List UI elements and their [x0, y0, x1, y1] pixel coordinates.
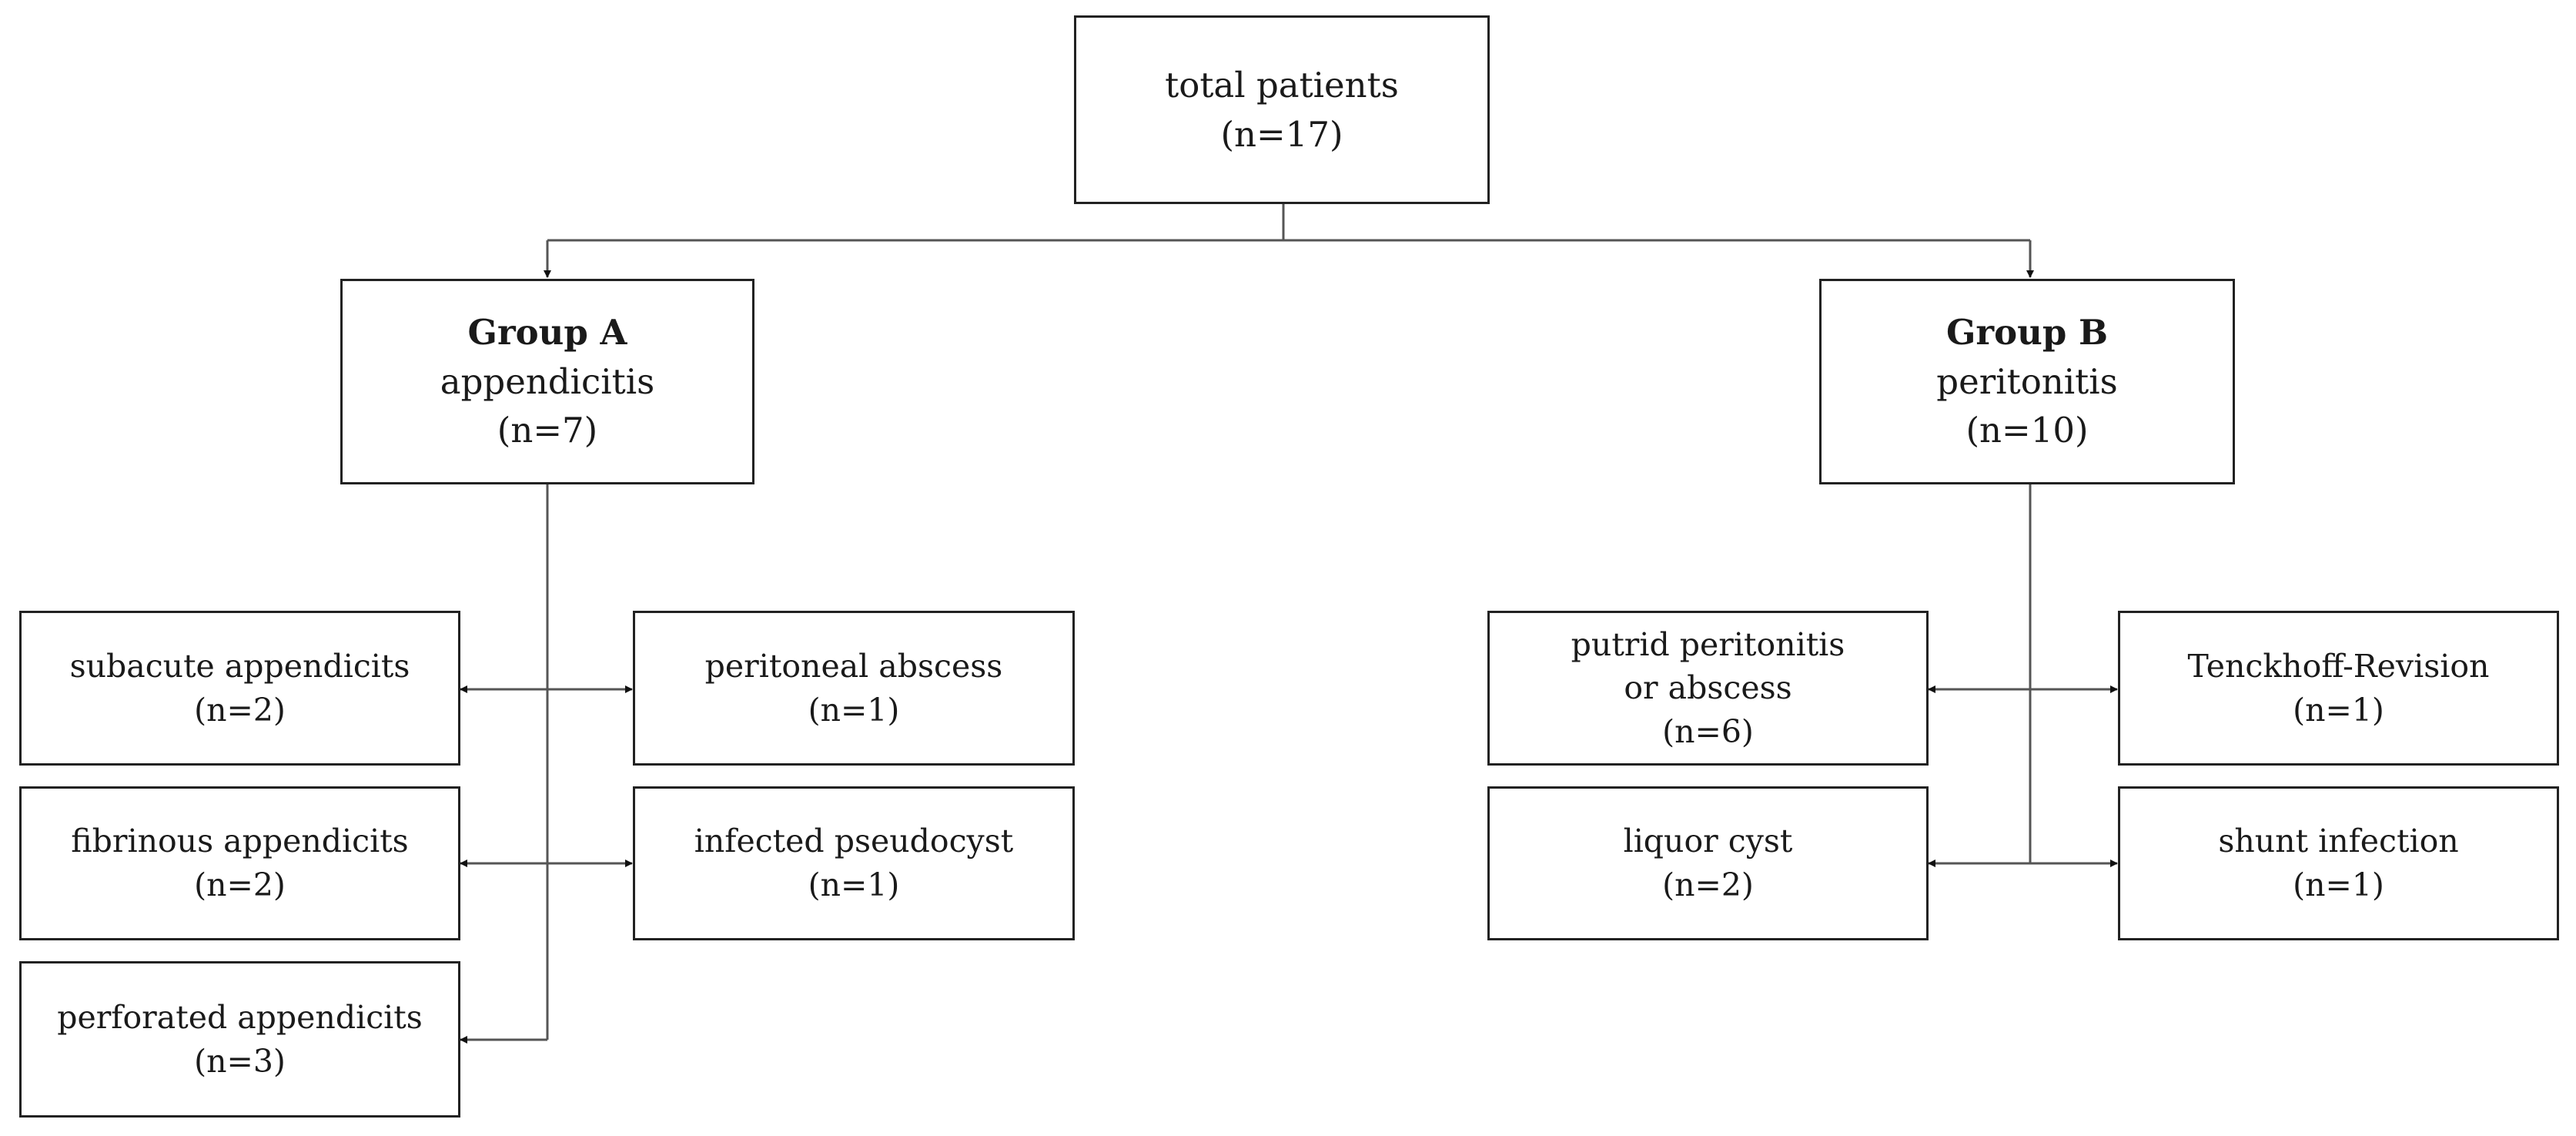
item-label: liquor cyst — [1623, 823, 1793, 860]
item-label: Tenckhoff-Revision — [2187, 647, 2490, 685]
item-label: shunt infection — [2218, 823, 2459, 860]
total-patients-count: (n=17) — [1220, 113, 1343, 155]
total-patients-node: total patients (n=17) — [1074, 15, 1490, 204]
fibrinous-appendicitis-node: fibrinous appendicits (n=2) — [19, 786, 460, 940]
perforated-appendicitis-node: perforated appendicits (n=3) — [19, 961, 460, 1118]
item-label-line2: or abscess — [1624, 669, 1792, 707]
item-count: (n=1) — [2293, 866, 2384, 903]
group-a-node: Group A appendicitis (n=7) — [340, 279, 754, 484]
group-b-label: peritonitis — [1936, 360, 2118, 402]
group-a-count: (n=7) — [497, 410, 598, 451]
group-b-count: (n=10) — [1965, 410, 2089, 451]
peritoneal-abscess-node: peritoneal abscess (n=1) — [633, 611, 1075, 766]
item-label: fibrinous appendicits — [71, 823, 409, 860]
item-count: (n=1) — [808, 691, 900, 729]
putrid-peritonitis-node: putrid peritonitis or abscess (n=6) — [1487, 611, 1929, 766]
item-label: peritoneal abscess — [704, 647, 1003, 685]
item-count: (n=1) — [808, 866, 900, 903]
item-count: (n=3) — [194, 1042, 286, 1080]
item-label: subacute appendicits — [69, 647, 410, 685]
item-count: (n=2) — [1662, 866, 1754, 903]
liquor-cyst-node: liquor cyst (n=2) — [1487, 786, 1929, 940]
item-label: perforated appendicits — [57, 998, 423, 1036]
item-count: (n=2) — [194, 866, 286, 903]
tenckhoff-revision-node: Tenckhoff-Revision (n=1) — [2118, 611, 2559, 766]
item-label: infected pseudocyst — [694, 823, 1014, 860]
group-a-title: Group A — [467, 311, 627, 353]
group-a-label: appendicitis — [440, 360, 655, 402]
total-patients-label: total patients — [1165, 64, 1399, 106]
shunt-infection-node: shunt infection (n=1) — [2118, 786, 2559, 940]
subacute-appendicitis-node: subacute appendicits (n=2) — [19, 611, 460, 766]
item-label-line1: putrid peritonitis — [1571, 625, 1845, 663]
item-count: (n=2) — [194, 691, 286, 729]
group-b-title: Group B — [1945, 311, 2109, 353]
item-count: (n=1) — [2293, 691, 2384, 729]
group-b-node: Group B peritonitis (n=10) — [1819, 279, 2235, 484]
item-count: (n=6) — [1662, 712, 1754, 750]
infected-pseudocyst-node: infected pseudocyst (n=1) — [633, 786, 1075, 940]
